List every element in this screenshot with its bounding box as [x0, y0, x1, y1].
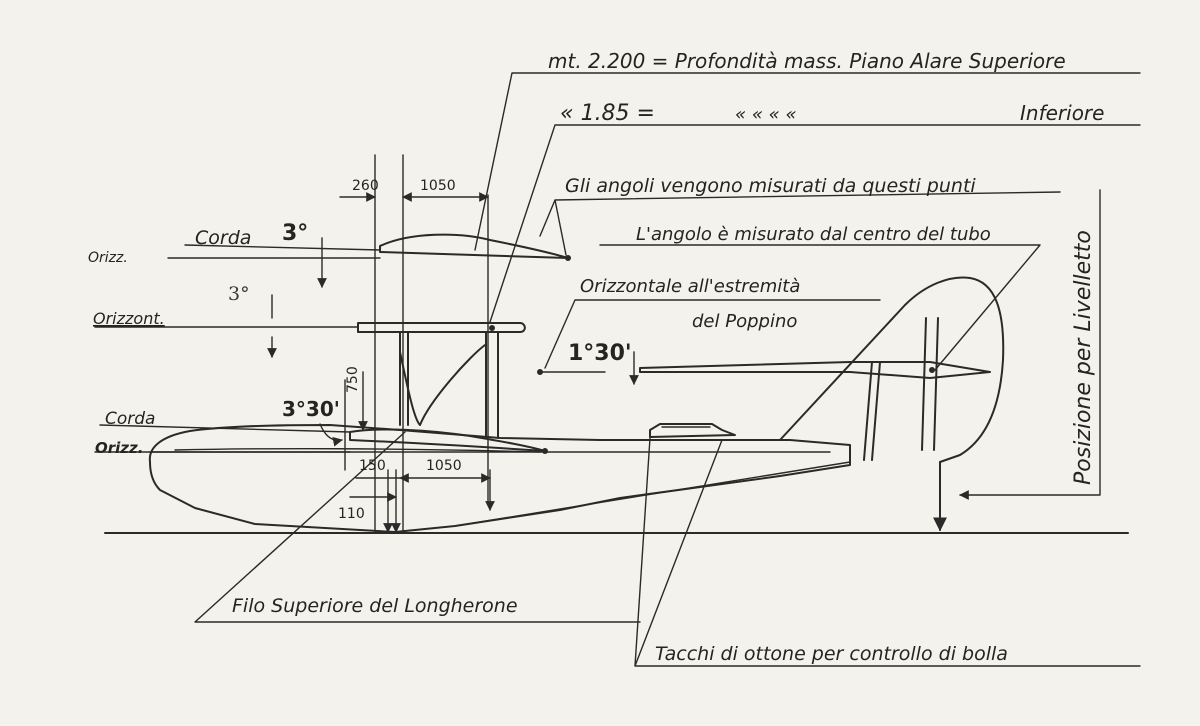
- annotation-spar-top: Filo Superiore del Longherone: [232, 595, 518, 617]
- annotation-angles-measured: Gli angoli vengono misurati da questi pu…: [565, 175, 976, 197]
- dim-150: 150: [359, 458, 386, 474]
- tail-pivot: [929, 367, 935, 373]
- annotation-horizontal-tail-2: del Poppino: [692, 311, 797, 332]
- tailplane: [639, 361, 991, 379]
- hull-outline: [148, 424, 851, 533]
- lower-wing-profile: [349, 428, 546, 452]
- leader-angle-tube: [599, 244, 1041, 371]
- corda-line-low: [99, 424, 351, 433]
- leader-spar-top: [194, 431, 641, 623]
- label-tail-angle: 1°30': [568, 341, 632, 366]
- label-angle-low: 3°30': [282, 397, 340, 421]
- annotation-depth-lower-ditto: « « « «: [735, 104, 797, 125]
- label-corda-top: Corda: [195, 227, 251, 249]
- leader-brass-tabs: [634, 437, 1141, 667]
- tail-strut-front: [863, 361, 881, 461]
- annotation-depth-lower-suffix: Inferiore: [1020, 101, 1104, 125]
- dim-1050-top: 1050: [420, 178, 456, 194]
- annotation-position-level: Posizione per Livelletto: [1071, 230, 1096, 485]
- annotation-brass-tabs: Tacchi di ottone per controllo di bolla: [655, 643, 1008, 665]
- annotation-angle-tube: L'angolo è misurato dal centro del tubo: [636, 224, 991, 245]
- leader-position: [959, 189, 1101, 500]
- label-angle-top: 3°: [282, 221, 308, 246]
- leader-depth-lower: [489, 124, 1141, 323]
- label-orizz-top: Orizz.: [88, 250, 128, 266]
- dim-750: 750: [345, 366, 361, 393]
- label-orizzont-mid: Orizzont.: [93, 309, 165, 328]
- interplane-strut-rear: [485, 331, 499, 439]
- hull-step-line: [454, 461, 851, 527]
- brass-tabs: [649, 423, 736, 438]
- interplane-strut-front: [399, 331, 486, 426]
- dim-1050-low: 1050: [426, 458, 462, 474]
- label-orizz-low: Orizz.: [95, 439, 143, 457]
- leader-horizontal-tail: [544, 299, 881, 369]
- middle-wing: [357, 322, 526, 333]
- tail-fin: [779, 276, 1005, 463]
- leader-angles: [539, 191, 1061, 256]
- corda-line-top: [184, 244, 381, 251]
- leader-depth-upper: [474, 72, 1141, 251]
- dim-110: 110: [338, 506, 365, 522]
- hull-chine: [174, 447, 541, 453]
- label-corda-low: Corda: [105, 409, 155, 429]
- annotation-depth-lower-prefix: « 1.85 =: [560, 101, 655, 126]
- dim-260: 260: [352, 178, 379, 194]
- tail-strut-rear: [921, 317, 939, 451]
- annotation-depth-upper: mt. 2.200 = Profondità mass. Piano Alare…: [548, 49, 1066, 73]
- label-angle-mid: 3°: [228, 283, 250, 305]
- annotation-horizontal-tail-1: Orizzontale all'estremità: [580, 276, 800, 297]
- upper-wing-profile: [379, 233, 569, 259]
